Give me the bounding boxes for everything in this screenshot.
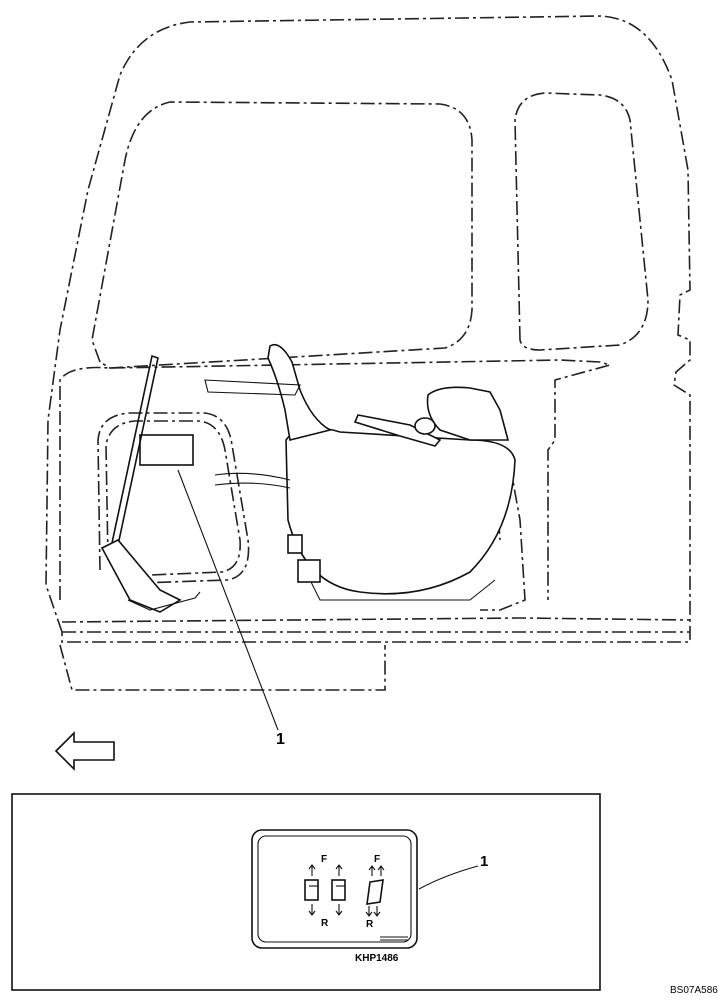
decal-outer bbox=[251, 829, 418, 949]
right-console bbox=[426, 386, 510, 441]
decal-location bbox=[139, 434, 194, 466]
lower-step bbox=[59, 644, 386, 691]
arrow-up-icon bbox=[335, 864, 343, 876]
decal-callout-number: 1 bbox=[480, 853, 488, 870]
detail-frame bbox=[11, 793, 601, 991]
arrow-down-icon bbox=[365, 906, 381, 917]
decal-code: KHP1486 bbox=[355, 953, 399, 964]
arrow-down-icon bbox=[335, 904, 343, 916]
decal-reverse-left: R bbox=[321, 918, 329, 929]
decal-forward-left: F bbox=[321, 854, 327, 865]
hose bbox=[214, 472, 291, 489]
front-window bbox=[91, 101, 473, 369]
seat-slider bbox=[297, 559, 321, 583]
dash-panel bbox=[204, 379, 301, 396]
travel-lever bbox=[111, 354, 159, 547]
door-frame-inner bbox=[105, 420, 241, 576]
console-knob bbox=[414, 417, 436, 435]
floor-line bbox=[59, 359, 613, 600]
armrest bbox=[353, 414, 442, 447]
callout-leader bbox=[177, 469, 279, 731]
switch-middle bbox=[331, 879, 346, 901]
seat-back bbox=[267, 343, 333, 441]
rear-window bbox=[514, 92, 649, 351]
figure-code: BS07A586 bbox=[670, 985, 718, 996]
seat-adjuster bbox=[287, 534, 303, 554]
arrow-down-icon bbox=[308, 904, 316, 916]
switch-right bbox=[366, 879, 384, 905]
decal-leader bbox=[418, 865, 479, 890]
seat bbox=[285, 426, 516, 595]
door-frame bbox=[97, 412, 250, 584]
decal-reverse-right: R bbox=[366, 919, 374, 930]
front-arrow-icon bbox=[54, 731, 115, 771]
arrow-up-icon bbox=[368, 865, 385, 876]
floor-plate bbox=[61, 617, 691, 623]
decal-forward-right: F bbox=[374, 854, 380, 865]
cab-outline bbox=[45, 15, 691, 643]
decal-inner bbox=[257, 835, 412, 943]
pedal-base bbox=[127, 591, 201, 611]
switch-left bbox=[304, 879, 319, 901]
callout-number: 1 bbox=[276, 731, 285, 748]
pedal bbox=[100, 539, 182, 613]
arrow-up-icon bbox=[308, 864, 316, 876]
